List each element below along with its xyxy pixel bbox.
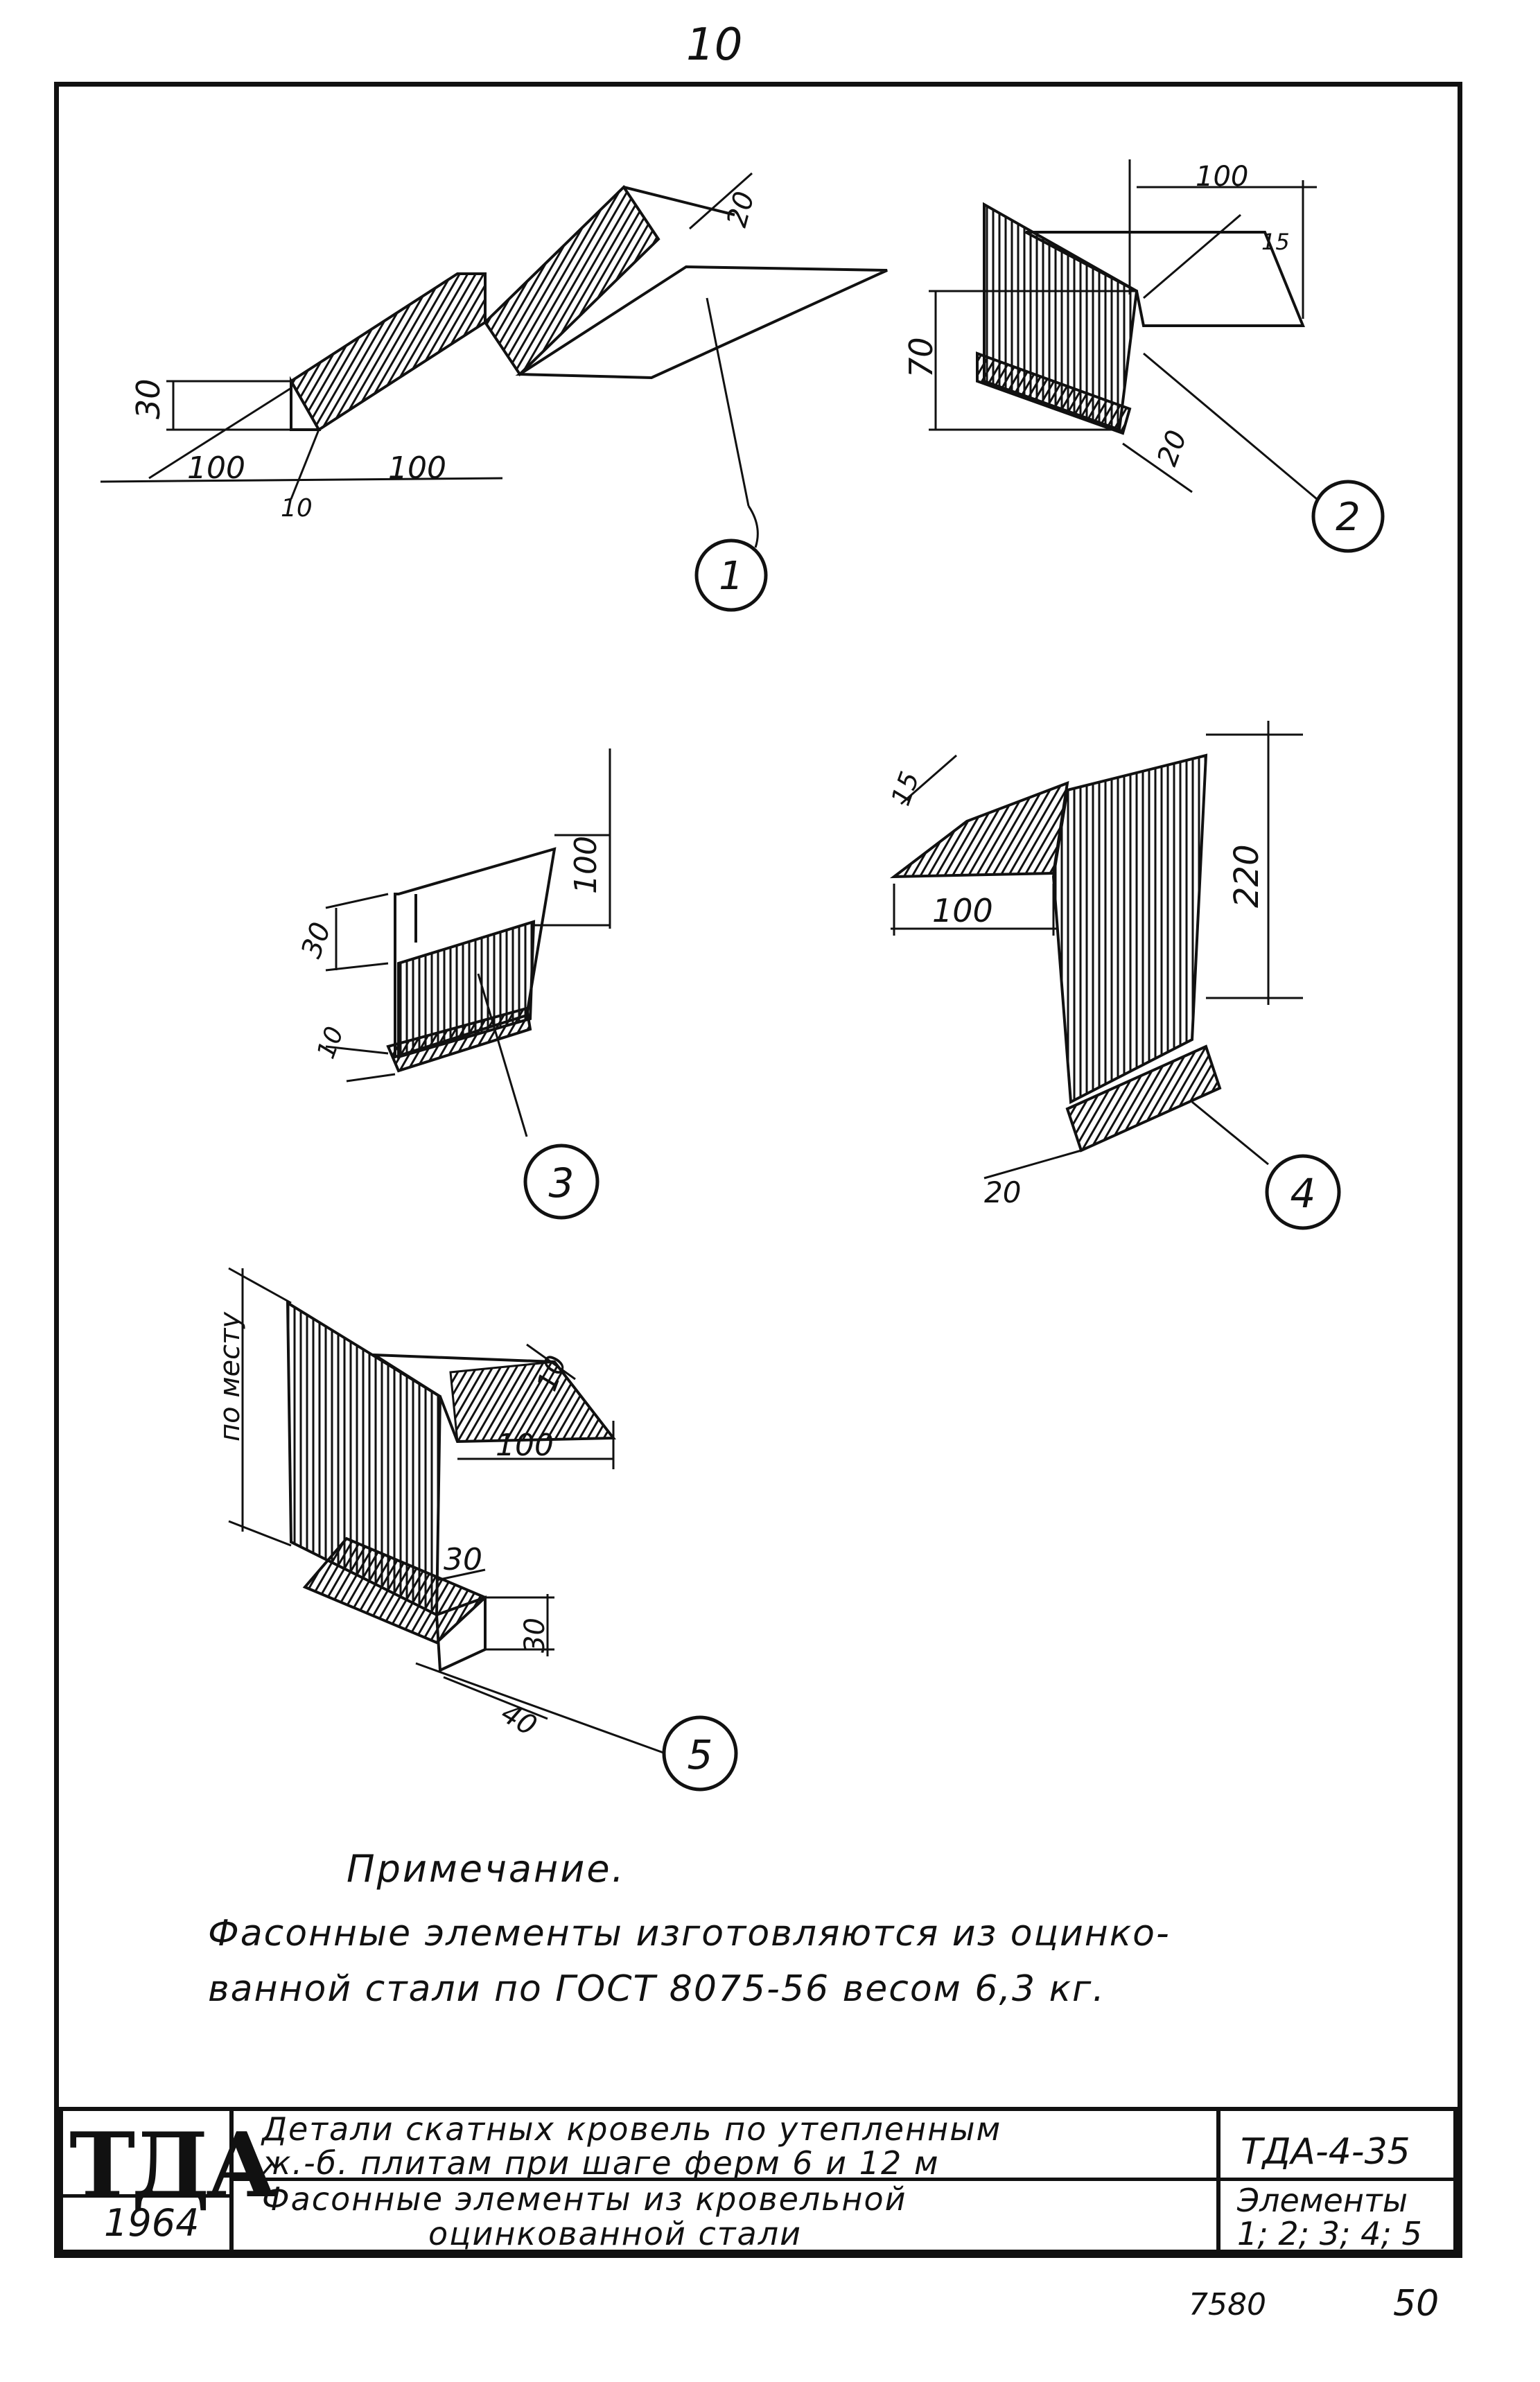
drawing-frame (54, 82, 1462, 2258)
sheet-number: 50 (1393, 2283, 1440, 2324)
archive-number: 7580 (1189, 2287, 1266, 2322)
note-line-2: ванной стали по ГОСТ 8075-56 весом 6,3 к… (208, 1968, 1105, 2010)
subtitle-line-1: Фасонные элементы из кровельной (262, 2180, 907, 2218)
callout-5: 5 (662, 1715, 738, 1792)
e1-dim-30: 30 (130, 378, 167, 419)
element-1: 30 100 10 100 20 (100, 172, 888, 548)
e1-right-flange (515, 265, 888, 380)
e1-dim-100a: 100 (187, 450, 245, 486)
e2-dim-15: 15 (1261, 229, 1290, 255)
e5-dim-30a: 30 (444, 1542, 482, 1577)
callout-3: 3 (523, 1144, 600, 1220)
e3-dim-30: 30 (295, 918, 338, 963)
callout-label-5: 5 (688, 1731, 713, 1778)
e2-dim-100: 100 (1196, 161, 1248, 193)
e2-flange (1025, 231, 1305, 327)
e2-dim-70: 70 (902, 337, 940, 378)
callout-2: 2 (1311, 480, 1385, 553)
callout-label-4: 4 (1290, 1170, 1316, 1217)
title-block-logo: ТДА (69, 2114, 278, 2218)
callout-label-1: 1 (719, 554, 744, 599)
e2-dim-20: 20 (1151, 426, 1193, 471)
e4-lip (1065, 1044, 1222, 1153)
e4-web (1051, 753, 1208, 1105)
element-4: 15 100 220 20 (885, 721, 1303, 1209)
e1-ridge (483, 184, 660, 377)
e3-lip (386, 1006, 532, 1073)
drawing-code: ТДА-4-35 (1241, 2131, 1410, 2173)
e2-lip (976, 351, 1132, 435)
e1-dim-100b: 100 (388, 450, 446, 486)
note-line-1: Фасонные элементы изготовляются из оцинк… (208, 1913, 1171, 1954)
callout-label-3: 3 (549, 1159, 575, 1207)
e1-left-flange (289, 272, 487, 432)
title-line-2: ж.-б. плитам при шаге ферм 6 и 12 м (262, 2144, 940, 2182)
callout-4: 4 (1265, 1154, 1341, 1230)
e4-flange (889, 780, 1069, 879)
callout-1: 1 (694, 538, 768, 612)
title-line-1: Детали скатных кровель по утепленным (262, 2110, 1002, 2148)
elements-list: 1; 2; 3; 4; 5 (1237, 2215, 1422, 2252)
e4-dim-20: 20 (984, 1175, 1021, 1209)
e5-dim-100: 100 (496, 1428, 554, 1463)
e4-dim-100: 100 (932, 892, 993, 929)
title-block (59, 2107, 1458, 2254)
e4-dim-15: 15 (885, 768, 925, 809)
e1-dimension-labels: 30 100 10 100 20 (130, 189, 761, 523)
e5-dim-30b: 30 (519, 1618, 551, 1653)
e3-dim-10: 10 (312, 1023, 349, 1062)
element-3: 100 30 10 (295, 748, 611, 1137)
element-2: 100 15 70 20 (902, 159, 1318, 500)
e1-left-lip (290, 376, 322, 431)
e5-dim-40: 40 (496, 1697, 542, 1742)
callout-label-2: 2 (1336, 495, 1360, 540)
title-block-year: 1964 (104, 2201, 200, 2245)
note-title: Примечание. (347, 1847, 626, 1891)
page-number: 10 (686, 19, 743, 71)
e1-dim-line-base (100, 477, 503, 483)
e5-dim-po-mestu: по месту (214, 1311, 246, 1442)
e4-dim-220: 220 (1227, 844, 1266, 908)
e1-dim-10: 10 (281, 494, 313, 523)
elements-label: Элементы (1237, 2182, 1408, 2219)
element-5: по месту 10 100 30 30 40 (214, 1267, 666, 1755)
subtitle-line-2: оцинкованной стали (428, 2215, 803, 2252)
e3-dim-100: 100 (568, 836, 604, 894)
